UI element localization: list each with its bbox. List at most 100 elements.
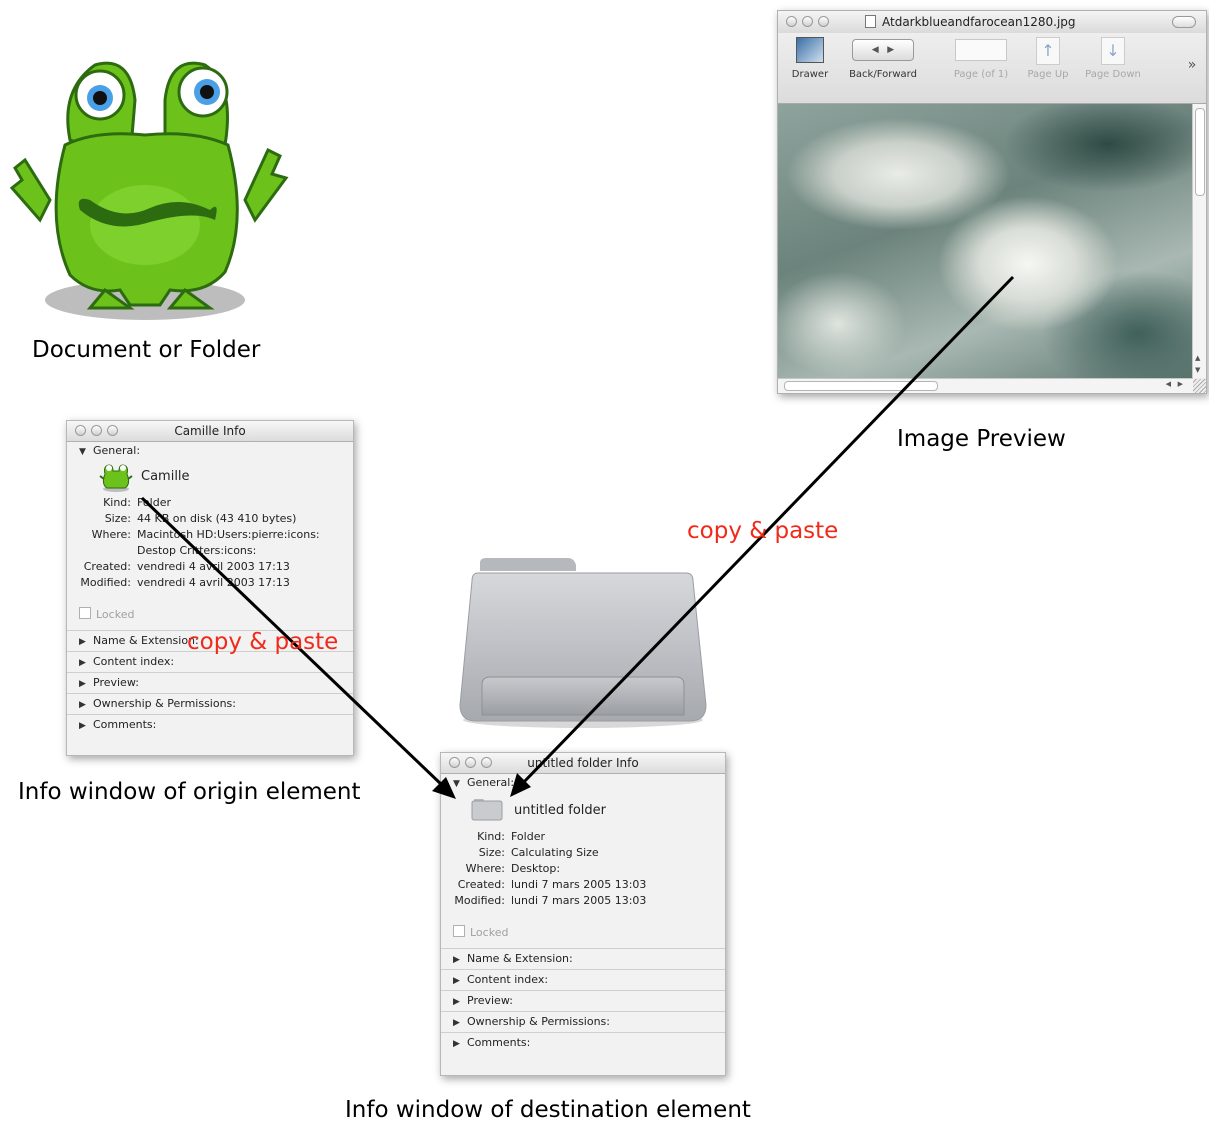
preview-toolbar: Drawer ◀ ▶ Back/Forward Page (of 1) ↑ Pa… — [778, 33, 1206, 104]
toolbar-toggle-button[interactable] — [1172, 16, 1196, 28]
where-label: Where: — [465, 862, 505, 875]
preview-window[interactable]: Atdarkblueandfarocean1280.jpg Drawer ◀ ▶… — [777, 10, 1207, 394]
minimize-button[interactable] — [802, 16, 813, 27]
caption-origin: Info window of origin element — [18, 779, 361, 805]
section-comments[interactable]: ▶Comments: — [67, 714, 353, 735]
triangle-down-icon: ▼ — [453, 779, 460, 789]
page-number-field[interactable]: Page (of 1) — [948, 37, 1014, 80]
created-label: Created: — [457, 878, 505, 891]
locked-checkbox[interactable]: Locked — [441, 918, 725, 948]
triangle-right-icon: ▶ — [453, 997, 460, 1007]
size-value: 44 KB on disk (43 410 bytes) — [137, 512, 297, 525]
horizontal-scroll-thumb[interactable] — [784, 381, 938, 391]
monster-small-icon — [99, 464, 133, 492]
section-content-index[interactable]: ▶Content index: — [441, 969, 725, 990]
preview-title: Atdarkblueandfarocean1280.jpg — [882, 15, 1076, 29]
resize-grip-icon[interactable] — [1193, 379, 1206, 393]
close-button[interactable] — [75, 425, 86, 436]
size-label: Size: — [104, 512, 131, 525]
scroll-left-icon[interactable]: ◀ — [1165, 380, 1171, 388]
vertical-scroll-thumb[interactable] — [1195, 108, 1205, 196]
origin-titlebar[interactable]: Camille Info — [67, 421, 353, 442]
preview-titlebar[interactable]: Atdarkblueandfarocean1280.jpg — [778, 11, 1206, 33]
page-down-button[interactable]: ↓ Page Down — [1080, 37, 1146, 80]
caption-document-or-folder: Document or Folder — [32, 337, 261, 363]
drawer-icon — [796, 37, 824, 63]
where-label: Where: — [91, 528, 131, 541]
forward-arrow-icon: ▶ — [887, 45, 895, 55]
drawer-button[interactable]: Drawer — [788, 37, 832, 80]
scroll-right-icon[interactable]: ▶ — [1177, 380, 1183, 388]
checkbox-icon — [79, 607, 91, 619]
folder-icon — [459, 558, 707, 728]
close-button[interactable] — [786, 16, 797, 27]
page-up-button[interactable]: ↑ Page Up — [1022, 37, 1074, 80]
triangle-right-icon: ▶ — [79, 721, 86, 731]
destination-info-window[interactable]: untitled folder Info ▼General: untitled … — [440, 752, 726, 1076]
up-arrow-icon: ↑ — [1036, 37, 1060, 65]
section-ownership[interactable]: ▶Ownership & Permissions: — [441, 1011, 725, 1032]
vertical-scrollbar[interactable]: ▲ ▼ — [1192, 104, 1206, 378]
item-name: untitled folder — [514, 803, 607, 818]
section-comments[interactable]: ▶Comments: — [441, 1032, 725, 1053]
folder-small-icon — [471, 799, 503, 821]
triangle-right-icon: ▶ — [453, 1039, 460, 1049]
size-label: Size: — [478, 846, 505, 859]
destination-titlebar[interactable]: untitled folder Info — [441, 753, 725, 774]
down-arrow-icon: ↓ — [1101, 37, 1125, 65]
minimize-button[interactable] — [465, 757, 476, 768]
arrowhead-origin-icon — [432, 777, 456, 799]
horizontal-scrollbar[interactable]: ◀ ▶ — [778, 378, 1193, 393]
triangle-right-icon: ▶ — [453, 976, 460, 986]
general-disclosure[interactable]: ▼General: — [67, 442, 353, 460]
copy-paste-label-preview: copy & paste — [687, 518, 839, 544]
section-ownership[interactable]: ▶Ownership & Permissions: — [67, 693, 353, 714]
monster-icon — [10, 61, 289, 320]
general-disclosure[interactable]: ▼General: — [441, 774, 725, 792]
document-icon — [865, 15, 876, 28]
minimize-button[interactable] — [91, 425, 102, 436]
modified-label: Modified: — [80, 576, 131, 589]
checkbox-icon — [453, 925, 465, 937]
section-preview[interactable]: ▶Preview: — [441, 990, 725, 1011]
kind-label: Kind: — [103, 496, 131, 509]
zoom-button[interactable] — [818, 16, 829, 27]
section-name-extension[interactable]: ▶Name & Extension: — [67, 630, 353, 651]
page-input[interactable] — [955, 39, 1007, 61]
triangle-right-icon: ▶ — [79, 658, 86, 668]
triangle-right-icon: ▶ — [79, 679, 86, 689]
window-title: Camille Info — [174, 424, 246, 438]
locked-checkbox[interactable]: Locked — [67, 600, 353, 630]
item-name: Camille — [141, 469, 190, 484]
scroll-up-icon[interactable]: ▲ — [1195, 354, 1201, 362]
size-value: Calculating Size — [511, 846, 599, 859]
modified-value: vendredi 4 avril 2003 17:13 — [137, 576, 290, 589]
section-preview[interactable]: ▶Preview: — [67, 672, 353, 693]
scroll-down-icon[interactable]: ▼ — [1195, 366, 1201, 374]
triangle-down-icon: ▼ — [79, 447, 86, 457]
arrow-origin-to-destination — [140, 496, 445, 788]
toolbar-overflow-button[interactable]: » — [1187, 57, 1197, 73]
triangle-right-icon: ▶ — [79, 637, 86, 647]
zoom-button[interactable] — [107, 425, 118, 436]
triangle-right-icon: ▶ — [79, 700, 86, 710]
arrowhead-preview-icon — [510, 773, 531, 797]
window-title: untitled folder Info — [527, 756, 639, 770]
created-label: Created: — [83, 560, 131, 573]
origin-info-window[interactable]: Camille Info ▼General: Camille Kind: Fold… — [66, 420, 354, 756]
section-content-index[interactable]: ▶Content index: — [67, 651, 353, 672]
section-name-extension[interactable]: ▶Name & Extension: — [441, 948, 725, 969]
caption-image-preview: Image Preview — [897, 426, 1066, 452]
where-value: Desktop: — [511, 862, 561, 875]
close-button[interactable] — [449, 757, 460, 768]
back-forward-button[interactable]: ◀ ▶ Back/Forward — [842, 37, 924, 80]
kind-label: Kind: — [477, 830, 505, 843]
kind-value: Folder — [137, 496, 171, 509]
copy-paste-label-origin: copy & paste — [187, 629, 339, 655]
arrow-preview-to-destination — [520, 275, 1015, 786]
back-arrow-icon: ◀ — [871, 45, 879, 55]
created-value: lundi 7 mars 2005 13:03 — [511, 878, 647, 891]
modified-value: lundi 7 mars 2005 13:03 — [511, 894, 647, 907]
zoom-button[interactable] — [481, 757, 492, 768]
